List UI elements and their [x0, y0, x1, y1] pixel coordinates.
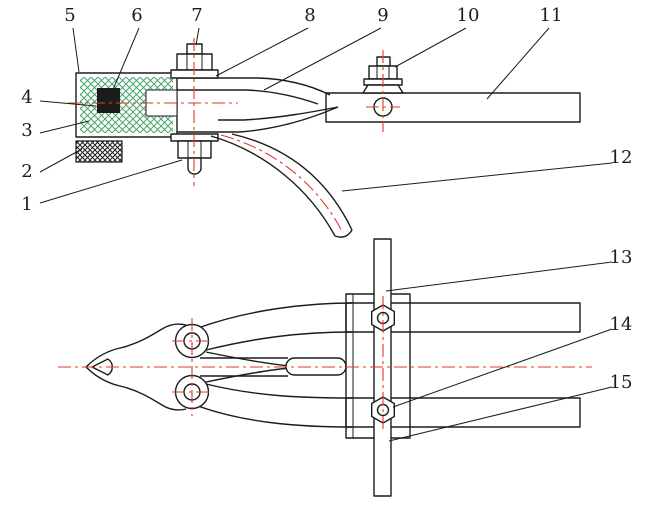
part-label-3: 3 — [21, 120, 33, 141]
leader-line-9 — [263, 27, 382, 91]
leader-line-3 — [39, 120, 90, 134]
part-label-7: 7 — [191, 5, 203, 26]
leader-line-10 — [394, 27, 467, 68]
knurled-grip — [75, 140, 123, 163]
plan-view — [58, 238, 592, 497]
part-label-6: 6 — [131, 5, 143, 26]
leader-line-6 — [111, 27, 140, 93]
leader-line-1 — [39, 159, 183, 204]
part-label-5: 5 — [64, 5, 76, 26]
side-view-centerlines — [68, 38, 400, 186]
part-label-8: 8 — [304, 5, 316, 26]
part-label-10: 10 — [456, 5, 480, 26]
side-view — [68, 38, 581, 238]
handle-bar — [325, 92, 581, 123]
part-label-12: 12 — [609, 147, 633, 168]
leader-line-5 — [72, 27, 80, 73]
leader-line-4 — [39, 100, 97, 107]
leader-line-2 — [39, 148, 83, 173]
part-label-4: 4 — [21, 87, 33, 108]
leader-line-12 — [341, 162, 613, 192]
leader-line-15 — [388, 386, 613, 442]
scissor-arms — [197, 302, 353, 428]
part-label-2: 2 — [21, 161, 33, 182]
leader-lines — [39, 27, 613, 442]
part-label-14: 14 — [609, 314, 633, 335]
part-label-9: 9 — [377, 5, 389, 26]
lever-arm — [176, 73, 339, 137]
lever-centerline — [220, 134, 344, 234]
clamp-body-section — [75, 72, 178, 138]
part-label-11: 11 — [539, 5, 563, 26]
plan-view-centerlines — [58, 296, 592, 432]
leader-line-8 — [215, 27, 309, 77]
leader-line-11 — [486, 27, 550, 100]
part-label-15: 15 — [609, 372, 633, 393]
leader-line-7 — [195, 27, 200, 46]
leader-line-14 — [392, 328, 613, 408]
electrode-insert — [97, 88, 120, 113]
curved-lever — [210, 133, 353, 238]
leader-line-13 — [385, 261, 613, 292]
part-label-13: 13 — [609, 247, 633, 268]
part-label-1: 1 — [21, 194, 33, 215]
